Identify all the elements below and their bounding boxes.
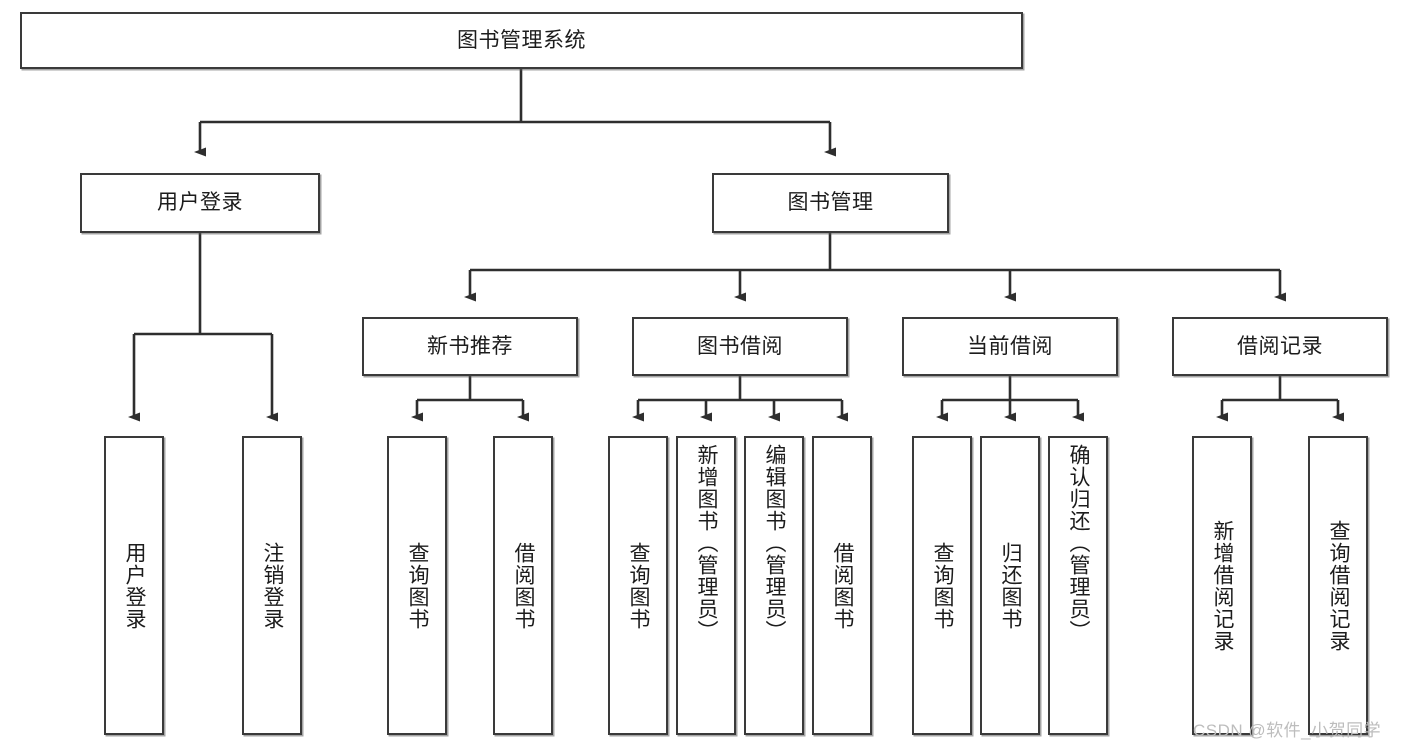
leaf-current-borrow-confirm-return-admin[interactable]: 确认归还（管理员） (1048, 436, 1108, 735)
leaf-current-borrow-query-book[interactable]: 查询图书 (912, 436, 972, 735)
node-label: 图书管理系统 (457, 28, 586, 52)
node-label: 查询图书 (627, 541, 651, 630)
node-label: 编辑图书（管理员） (763, 444, 787, 642)
node-label: 借阅图书 (831, 541, 855, 630)
leaf-book-borrow-edit-book-admin[interactable]: 编辑图书（管理员） (744, 436, 804, 735)
leaf-borrow-record-add-record[interactable]: 新增借阅记录 (1192, 436, 1252, 735)
node-label: 查询图书 (931, 541, 955, 630)
node-book-management[interactable]: 图书管理 (712, 173, 949, 233)
node-label: 归还图书 (999, 541, 1023, 630)
node-root-book-management-system[interactable]: 图书管理系统 (20, 12, 1023, 69)
node-label: 用户登录 (157, 191, 243, 215)
leaf-new-book-borrow-book[interactable]: 借阅图书 (493, 436, 553, 735)
node-user-login[interactable]: 用户登录 (80, 173, 320, 233)
node-label: 用户登录 (123, 541, 147, 630)
node-label: 图书借阅 (697, 334, 783, 358)
node-label: 新增图书（管理员） (695, 444, 719, 642)
node-label: 当前借阅 (967, 334, 1053, 358)
node-label: 图书管理 (787, 191, 874, 215)
node-label: 查询图书 (406, 541, 430, 630)
leaf-current-borrow-return-book[interactable]: 归还图书 (980, 436, 1040, 735)
node-borrow-record[interactable]: 借阅记录 (1172, 317, 1388, 376)
leaf-book-borrow-query-book[interactable]: 查询图书 (608, 436, 668, 735)
node-label: 借阅图书 (512, 541, 536, 630)
node-book-borrow[interactable]: 图书借阅 (632, 317, 848, 376)
csdn-watermark: CSDN @软件_小贺同学 (1193, 721, 1382, 740)
node-new-book-recommend[interactable]: 新书推荐 (362, 317, 578, 376)
node-label: 注销登录 (261, 541, 285, 630)
node-label: 新增借阅记录 (1211, 519, 1235, 652)
node-label: 确认归还（管理员） (1067, 444, 1091, 642)
leaf-book-borrow-borrow-book[interactable]: 借阅图书 (812, 436, 872, 735)
leaf-borrow-record-query-record[interactable]: 查询借阅记录 (1308, 436, 1368, 735)
leaf-user-login-login[interactable]: 用户登录 (104, 436, 164, 735)
leaf-new-book-query-book[interactable]: 查询图书 (387, 436, 447, 735)
leaf-book-borrow-add-book-admin[interactable]: 新增图书（管理员） (676, 436, 736, 735)
node-label: 借阅记录 (1237, 334, 1323, 358)
leaf-user-login-logout[interactable]: 注销登录 (242, 436, 302, 735)
node-label: 新书推荐 (427, 334, 513, 358)
node-current-borrow[interactable]: 当前借阅 (902, 317, 1118, 376)
node-label: 查询借阅记录 (1327, 519, 1351, 652)
